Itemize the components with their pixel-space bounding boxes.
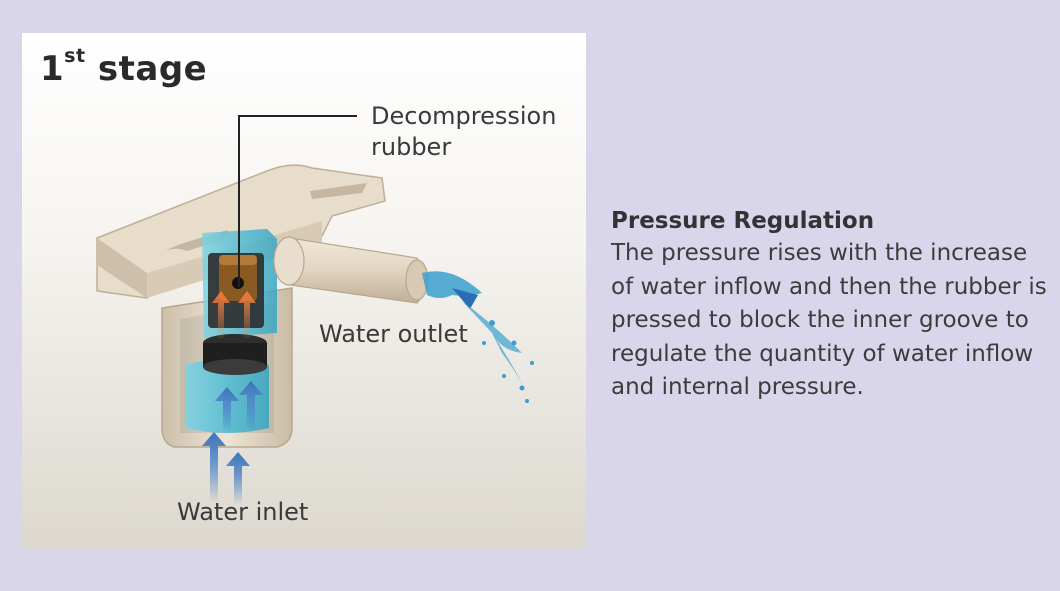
decompression-label-line1: Decompression [371,102,557,130]
pressure-arrows [212,291,256,338]
water-spray [422,271,534,403]
info-body: The pressure rises with the increase of … [611,240,1047,400]
info-section: Pressure Regulation The pressure rises w… [611,205,1051,405]
decompression-leader-line [238,115,357,287]
info-heading: Pressure Regulation [611,208,875,234]
water-outlet-label: Water outlet [319,320,468,348]
outlet-nozzle [273,236,429,304]
inlet-arrows [202,381,263,505]
stage-title: 1st stage [40,46,208,89]
water-inlet-label: Water inlet [177,498,309,526]
valve-diagram [96,115,534,505]
decompression-label-line2: rubber [371,133,452,161]
stage-word: stage [85,49,208,89]
stage-number: 1 [40,49,65,89]
decompression-rubber-label: Decompression rubber [371,101,556,163]
stage-suffix: st [64,44,86,67]
diagram-panel: 1st stage [22,33,586,550]
